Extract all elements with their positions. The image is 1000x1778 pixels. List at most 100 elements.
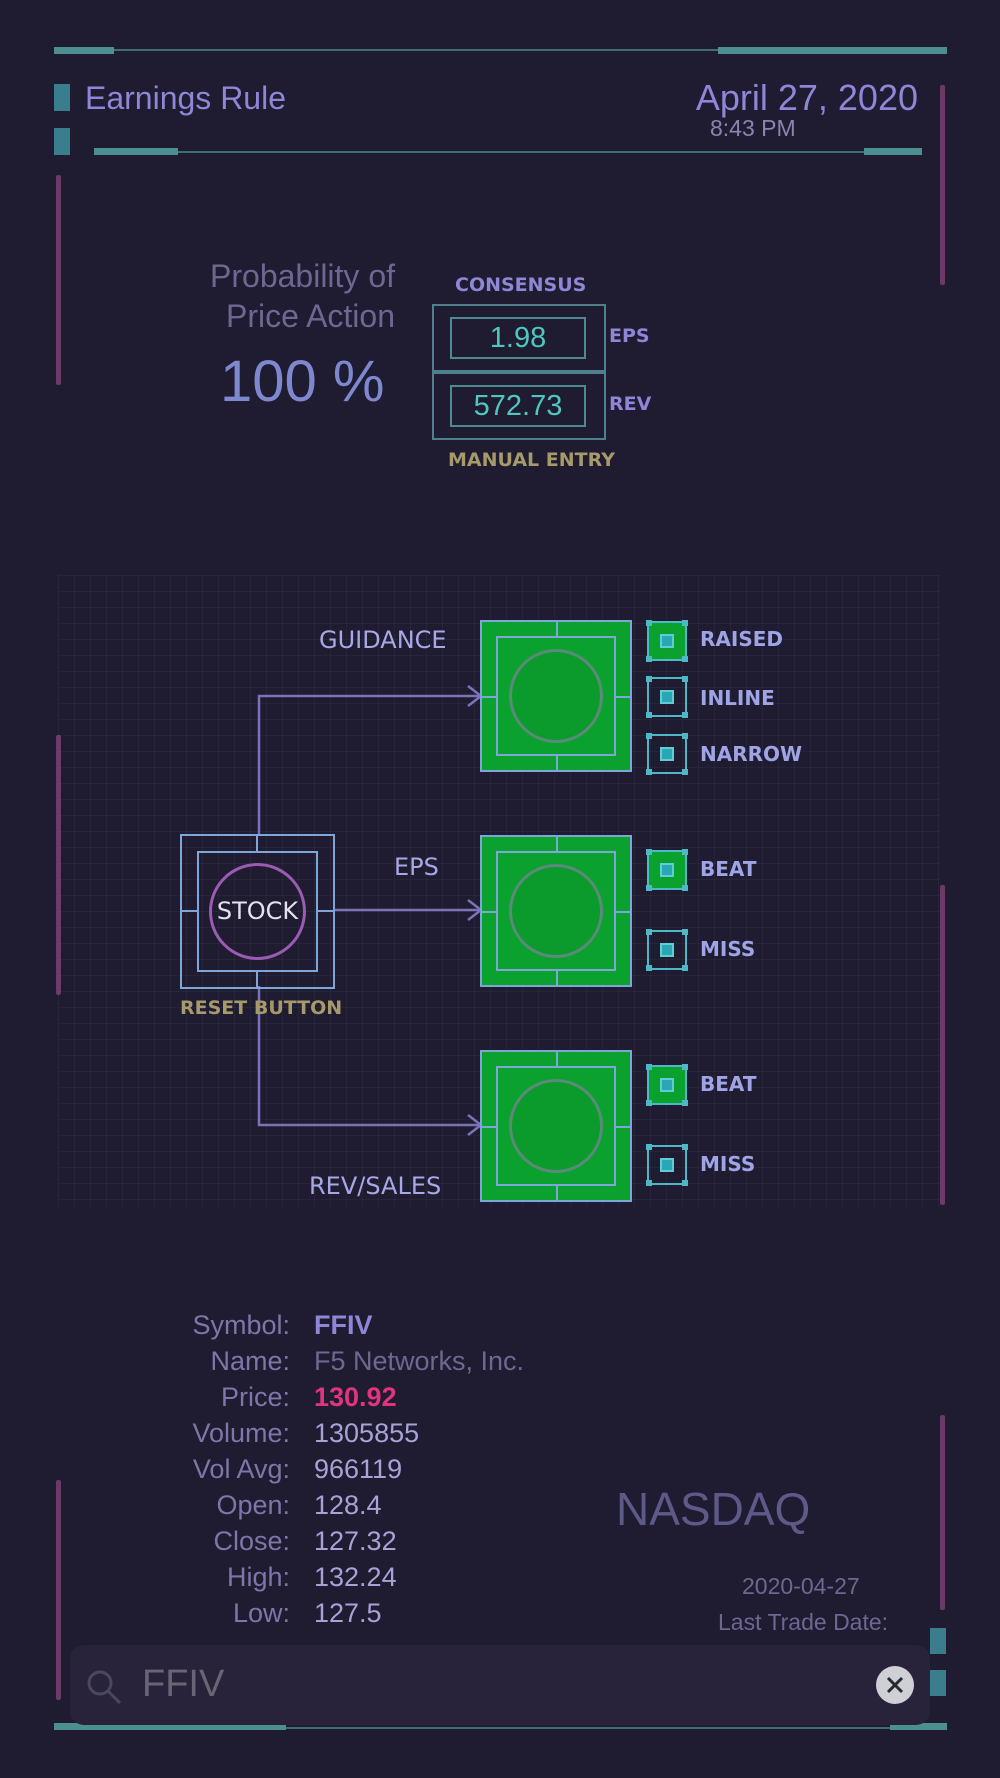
rev-connector bbox=[257, 986, 480, 1127]
volume-key: Volume: bbox=[192, 1418, 290, 1448]
guidance-tick-top bbox=[556, 622, 558, 636]
left-side-line-3 bbox=[56, 1480, 61, 1700]
rev-node[interactable] bbox=[480, 1050, 632, 1202]
exchange-name: NASDAQ bbox=[616, 1483, 811, 1535]
guidance-inline-label: INLINE bbox=[700, 686, 775, 710]
guidance-connector bbox=[257, 694, 480, 836]
stock-tick-left bbox=[182, 910, 197, 912]
stock-reset-button[interactable]: STOCK bbox=[180, 834, 335, 989]
stock-button-label: STOCK bbox=[216, 897, 299, 925]
eps-beat-checkbox[interactable] bbox=[646, 849, 688, 891]
eps-miss-checkbox[interactable] bbox=[646, 929, 688, 971]
header-left-block-1 bbox=[54, 84, 70, 111]
eps-tick-bottom bbox=[556, 971, 558, 985]
eps-node-inner bbox=[496, 851, 616, 971]
clear-search-button[interactable] bbox=[876, 1666, 914, 1704]
app-title: Earnings Rule bbox=[85, 80, 286, 116]
close-value: 127.32 bbox=[314, 1526, 397, 1556]
probability-label-line2: Price Action bbox=[226, 298, 395, 334]
eps-label: EPS bbox=[394, 853, 439, 881]
guidance-node[interactable] bbox=[480, 620, 632, 772]
guidance-raised-checkbox[interactable] bbox=[646, 620, 688, 662]
stock-button-circle bbox=[209, 863, 306, 960]
price-key: Price: bbox=[220, 1382, 290, 1412]
search-icon bbox=[87, 1670, 122, 1705]
rev-tick-right bbox=[616, 1126, 630, 1128]
guidance-narrow-checkbox[interactable] bbox=[646, 733, 688, 775]
last-trade-date-label: Last Trade Date: bbox=[718, 1609, 889, 1635]
rev-tick-left bbox=[482, 1126, 496, 1128]
rev-sales-label: REV/SALES bbox=[309, 1172, 442, 1200]
consensus-title: CONSENSUS bbox=[455, 274, 587, 296]
manual-entry-label: MANUAL ENTRY bbox=[448, 449, 615, 471]
symbol-value: FFIV bbox=[314, 1310, 373, 1340]
rev-consensus-input[interactable]: 572.73 bbox=[450, 385, 586, 427]
high-key: High: bbox=[226, 1562, 290, 1592]
stock-button-inner bbox=[197, 851, 318, 972]
eps-consensus-label: EPS bbox=[609, 325, 650, 347]
frame-bottom-left-bar bbox=[54, 1723, 286, 1730]
close-icon bbox=[886, 1676, 904, 1694]
stock-tick-top bbox=[256, 836, 258, 851]
guidance-tick-right bbox=[616, 696, 630, 698]
eps-node-circle bbox=[509, 864, 603, 958]
left-side-line-2 bbox=[56, 735, 61, 995]
header-date: April 27, 2020 bbox=[695, 77, 918, 118]
footer-right-block-1 bbox=[930, 1628, 946, 1654]
eps-beat-label: BEAT bbox=[700, 857, 757, 881]
rev-beat-label: BEAT bbox=[700, 1072, 757, 1096]
right-side-line-3 bbox=[940, 1415, 945, 1610]
footer-right-block-2 bbox=[930, 1670, 946, 1696]
reset-button-label: RESET BUTTON bbox=[180, 997, 343, 1019]
frame-top-right-bar bbox=[718, 47, 947, 54]
rev-miss-checkbox[interactable] bbox=[646, 1144, 688, 1186]
header-left-block-2 bbox=[54, 128, 70, 155]
guidance-narrow-label: NARROW bbox=[700, 742, 803, 766]
header-time: 8:43 PM bbox=[710, 115, 796, 141]
last-trade-date-value: 2020-04-27 bbox=[742, 1573, 860, 1599]
high-value: 132.24 bbox=[314, 1562, 397, 1592]
open-key: Open: bbox=[216, 1490, 290, 1520]
frame-top-line bbox=[54, 49, 947, 51]
guidance-raised-label: RAISED bbox=[700, 627, 783, 651]
stock-tick-right bbox=[318, 910, 333, 912]
rev-tick-top bbox=[556, 1052, 558, 1066]
guidance-node-inner bbox=[496, 636, 616, 756]
search-input[interactable]: FFIV bbox=[142, 1663, 225, 1705]
volume-value: 1305855 bbox=[314, 1418, 420, 1448]
eps-tick-right bbox=[616, 911, 630, 913]
symbol-key: Symbol: bbox=[192, 1310, 290, 1340]
eps-node[interactable] bbox=[480, 835, 632, 987]
eps-consensus-box: 1.98 bbox=[432, 304, 606, 372]
close-key: Close: bbox=[213, 1526, 290, 1556]
eps-tick-top bbox=[556, 837, 558, 851]
low-value: 127.5 bbox=[314, 1598, 382, 1628]
right-side-line-2 bbox=[940, 885, 945, 1205]
low-key: Low: bbox=[232, 1598, 290, 1628]
name-value: F5 Networks, Inc. bbox=[314, 1346, 525, 1376]
volavg-key: Vol Avg: bbox=[192, 1454, 290, 1484]
eps-miss-label: MISS bbox=[700, 937, 756, 961]
guidance-tick-left bbox=[482, 696, 496, 698]
eps-tick-left bbox=[482, 911, 496, 913]
rev-consensus-label: REV bbox=[609, 393, 652, 415]
header-underline-left-bar bbox=[94, 148, 178, 155]
price-value: 130.92 bbox=[314, 1382, 397, 1412]
search-bar[interactable]: FFIV bbox=[70, 1645, 930, 1725]
guidance-tick-bottom bbox=[556, 756, 558, 770]
left-side-line-1 bbox=[56, 175, 61, 385]
name-key: Name: bbox=[210, 1346, 290, 1376]
rev-beat-checkbox[interactable] bbox=[646, 1064, 688, 1106]
probability-value: 100 % bbox=[220, 349, 385, 414]
right-side-line-1 bbox=[940, 85, 945, 285]
guidance-node-circle bbox=[509, 649, 603, 743]
stock-tick-bottom bbox=[256, 972, 258, 987]
guidance-inline-checkbox[interactable] bbox=[646, 676, 688, 718]
header-underline bbox=[94, 151, 922, 153]
rev-miss-label: MISS bbox=[700, 1152, 756, 1176]
probability-label-line1: Probability of bbox=[210, 258, 395, 294]
header-underline-right-bar bbox=[864, 148, 922, 155]
rev-node-inner bbox=[496, 1066, 616, 1186]
eps-consensus-input[interactable]: 1.98 bbox=[450, 317, 586, 359]
frame-bottom-right-bar bbox=[890, 1723, 947, 1730]
